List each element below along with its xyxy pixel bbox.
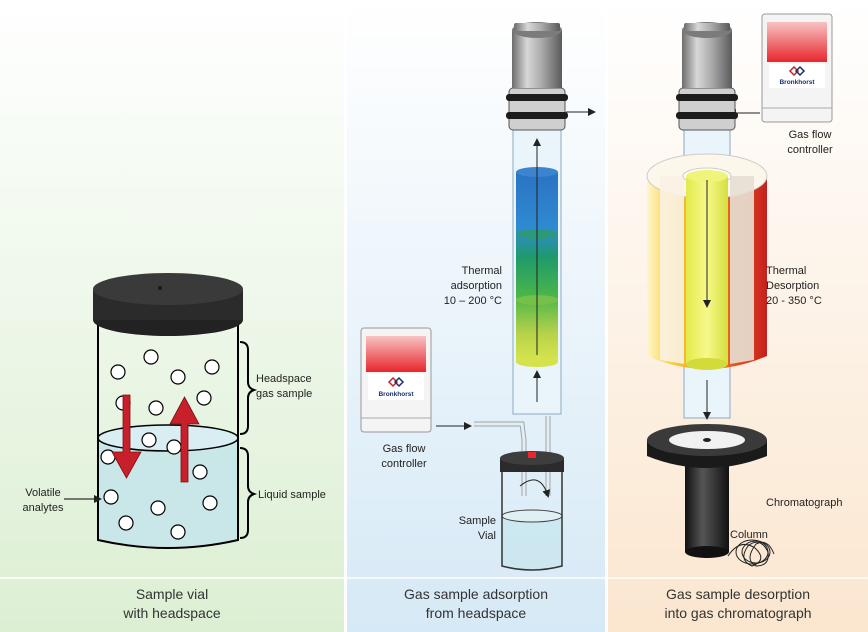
gas-flow-controller-2: Bronkhorst: [360, 327, 432, 433]
thermal-desorption-temp: 20 - 350 °C: [766, 295, 822, 307]
sample-vial-label-line2: Vial: [478, 530, 496, 542]
chromatograph-label: Chromatograph: [766, 497, 842, 509]
thermal-adsorption-line2: adsorption: [451, 280, 502, 292]
controller-label-3-line1: Gas flow: [789, 129, 832, 141]
caption-3-line1: Gas sample desorption: [666, 586, 810, 602]
sample-vial-label-line1: Sample: [459, 515, 496, 527]
headspace-label-line1: Headspace: [256, 373, 312, 385]
caption-3-line2: into gas chromatograph: [664, 605, 811, 621]
controller-label-3-line2: controller: [787, 144, 833, 156]
thermal-adsorption-line1: Thermal: [462, 265, 502, 277]
tube-cap-2: [506, 22, 568, 131]
braces: [239, 341, 258, 539]
caption-1-line2: with headspace: [122, 605, 221, 621]
chromatograph: [647, 424, 767, 558]
thermal-desorption-line1: Thermal: [766, 265, 806, 277]
volatile-label-line2: analytes: [23, 502, 64, 514]
liquid-sample-label: Liquid sample: [258, 489, 326, 501]
tube-cap-3: [676, 22, 738, 131]
brand-logo-3: Bronkhorst: [779, 79, 815, 86]
headspace-label-line2: gas sample: [256, 388, 312, 400]
sample-vial: [500, 451, 564, 571]
controller-label-2-line2: controller: [381, 458, 427, 470]
thermal-adsorption-temp: 10 – 200 °C: [444, 295, 502, 307]
controller-label-2-line1: Gas flow: [383, 443, 426, 455]
column-coil: [727, 539, 775, 567]
brand-logo-2: Bronkhorst: [378, 391, 414, 398]
thermal-desorption-line2: Desorption: [766, 280, 819, 292]
analyte-bubbles: [100, 349, 220, 540]
caption-2-line1: Gas sample adsorption: [404, 586, 548, 602]
column-label: Column: [730, 529, 768, 541]
exchange-arrows: [111, 394, 200, 483]
caption-2-line2: from headspace: [426, 605, 527, 621]
gas-flow-controller-3: Bronkhorst: [761, 13, 833, 123]
caption-1-line1: Sample vial: [136, 586, 208, 602]
volatile-label-line1: Volatile: [25, 487, 60, 499]
